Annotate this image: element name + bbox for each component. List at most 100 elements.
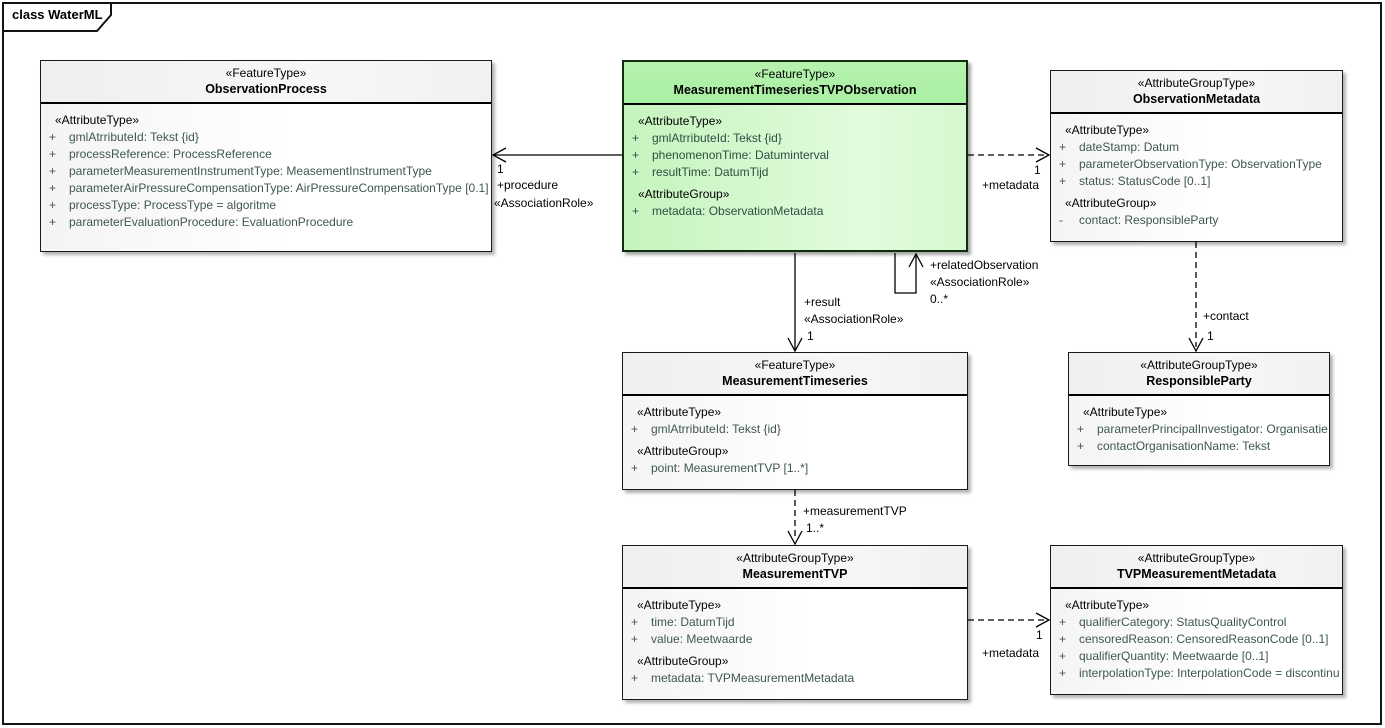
visibility-marker: + [632, 148, 640, 162]
attribute-text: time: DatumTijd [651, 615, 735, 629]
attribute-row[interactable]: +parameterObservationType: ObservationTy… [1051, 156, 1342, 173]
attribute-text: metadata: TVPMeasurementMetadata [651, 671, 855, 685]
attribute-row[interactable]: + dateStamp: Datum [1051, 139, 1342, 156]
class-attributes: «AttributeType» + parameterPrincipalInves… [1069, 396, 1329, 455]
class-name: TVPMeasurementMetadata [1116, 567, 1277, 581]
visibility-marker: + [631, 632, 639, 646]
attribute-text: processType: ProcessType = algoritme [69, 198, 277, 212]
attribute-text: contactOrganisationName: Tekst [1097, 439, 1271, 453]
class-stereotype: «FeatureType» [225, 66, 307, 80]
multiplicity-label: 1 [1207, 329, 1214, 343]
visibility-marker: + [49, 181, 57, 195]
attribute-row[interactable]: + phenomenonTime: Datuminterval [624, 147, 966, 164]
class-observation-metadata[interactable]: «AttributeGroupType» ObservationMetadata… [1050, 70, 1343, 242]
multiplicity-label: 1 [1034, 163, 1041, 177]
visibility-marker: + [631, 461, 639, 475]
class-name: ObservationProcess [205, 82, 327, 96]
attribute-row[interactable]: +contactOrganisationName: Tekst [1069, 438, 1329, 455]
class-name: MeasurementTimeseriesTVPObservation [673, 83, 917, 97]
attribute-row[interactable]: + parameterMeasurementInstrumentType: Mea… [41, 163, 491, 180]
class-name: MeasurementTimeseries [722, 374, 868, 388]
attribute-row[interactable]: +gmlAtrributeId: Tekst {id} [624, 130, 966, 147]
class-measurement-timeseries[interactable]: «FeatureType» MeasurementTimeseries «Att… [622, 352, 968, 490]
attribute-row[interactable]: +status: StatusCode [0..1] [1051, 173, 1342, 190]
visibility-marker: + [631, 671, 639, 685]
visibility-marker: + [1059, 632, 1067, 646]
section-stereotype: «AttributeType» [637, 405, 722, 419]
class-stereotype: «AttributeGroupType» [1140, 358, 1258, 372]
attribute-row[interactable]: +qualifierQuantity: Meetwaarde [0..1] [1051, 648, 1342, 665]
class-stereotype: «AttributeGroupType» [1137, 76, 1256, 90]
class-stereotype: «AttributeGroupType» [1137, 551, 1256, 565]
attribute-row[interactable]: + censoredReason: CensoredReasonCode [0..… [1051, 631, 1342, 648]
attribute-text: dateStamp: Datum [1079, 140, 1180, 154]
attribute-row[interactable]: +metadata: ObservationMetadata [624, 203, 966, 220]
attribute-row[interactable]: + gmlAtrributeId: Tekst {id} [623, 421, 967, 438]
multiplicity-label: 1 [807, 329, 814, 343]
section-stereotype: «AttributeType» [638, 114, 723, 128]
section-stereotype: «AttributeType» [1083, 405, 1168, 419]
class-measurement-timeseries-tvp-observation[interactable]: «FeatureType» MeasurementTimeseriesTVPOb… [622, 60, 968, 252]
visibility-marker: + [631, 422, 639, 436]
visibility-marker: - [1059, 213, 1063, 227]
attribute-row[interactable]: + point: MeasurementTVP [1..*] [623, 460, 967, 477]
role-label: +measurementTVP [803, 504, 907, 518]
section-stereotype: «AttributeType» [637, 598, 722, 612]
section-stereotype: «AttributeGroup» [637, 654, 729, 668]
attribute-text: phenomenonTime: Datuminterval [652, 148, 829, 162]
attribute-text: point: MeasurementTVP [1..*] [651, 461, 809, 475]
class-attributes: «AttributeType» +time: DatumTijd +value:… [623, 589, 967, 687]
attribute-row[interactable]: +gmlAtrributeId: Tekst {id} [41, 129, 491, 146]
attribute-row[interactable]: +processType: ProcessType = algoritme [41, 197, 491, 214]
attribute-row[interactable]: + processReference: ProcessReference [41, 146, 491, 163]
section-stereotype: «AttributeGroup» [638, 187, 730, 201]
section-stereotype: «AttributeGroup» [637, 444, 729, 458]
class-observation-process[interactable]: «FeatureType» ObservationProcess «Attrib… [40, 60, 492, 252]
attribute-text: censoredReason: CensoredReasonCode [0..1… [1079, 632, 1329, 646]
role-label: +result [804, 295, 841, 309]
attribute-text: parameterPrincipalInvestigator: Organisa… [1097, 422, 1328, 436]
attribute-text: processReference: ProcessReference [69, 147, 272, 161]
attribute-row[interactable]: +parameterEvaluationProcedure: Evaluatio… [41, 214, 491, 231]
attribute-row[interactable]: +qualifierCategory: StatusQualityControl [1051, 614, 1342, 631]
multiplicity-label: 0..* [930, 292, 949, 306]
class-responsible-party[interactable]: «AttributeGroupType» ResponsibleParty «A… [1068, 352, 1330, 466]
class-header: «AttributeGroupType» MeasurementTVP [623, 546, 967, 589]
visibility-marker: + [1077, 422, 1085, 436]
class-name: ResponsibleParty [1146, 374, 1252, 388]
visibility-marker: + [1059, 140, 1067, 154]
attribute-text: parameterObservationType: ObservationTyp… [1079, 157, 1322, 171]
class-attributes: «AttributeType» +qualifierCategory: Stat… [1051, 589, 1342, 682]
attribute-row[interactable]: + resultTime: DatumTijd [624, 164, 966, 181]
class-header: «FeatureType» MeasurementTimeseriesTVPOb… [624, 62, 966, 105]
attribute-text: gmlAtrributeId: Tekst {id} [651, 422, 781, 436]
attribute-row[interactable]: +value: Meetwaarde [623, 631, 967, 648]
attribute-row[interactable]: +interpolationType: InterpolationCode = … [1051, 665, 1342, 682]
attribute-text: parameterMeasurementInstrumentType: Meas… [69, 164, 432, 178]
class-tvp-measurement-metadata[interactable]: «AttributeGroupType» TVPMeasurementMetad… [1050, 545, 1343, 695]
attribute-row[interactable]: + parameterPrincipalInvestigator: Organis… [1069, 421, 1329, 438]
attribute-text: parameterEvaluationProcedure: Evaluation… [69, 215, 354, 229]
visibility-marker: + [632, 165, 640, 179]
role-label: +relatedObservation [930, 258, 1039, 272]
section-stereotype: «AttributeType» [55, 113, 140, 127]
visibility-marker: + [49, 164, 57, 178]
class-measurement-tvp[interactable]: «AttributeGroupType» MeasurementTVP «Att… [622, 545, 968, 700]
attribute-row[interactable]: +parameterAirPressureCompensationType: A… [41, 180, 491, 197]
frame-tab-shape [2, 2, 112, 32]
class-header: «AttributeGroupType» ObservationMetadata [1051, 71, 1342, 114]
class-stereotype: «FeatureType» [754, 67, 836, 81]
class-header: «AttributeGroupType» TVPMeasurementMetad… [1051, 546, 1342, 589]
class-header: «FeatureType» ObservationProcess [41, 61, 491, 104]
class-attributes: «AttributeType» +gmlAtrributeId: Tekst {… [41, 104, 491, 231]
attribute-row[interactable]: + metadata: TVPMeasurementMetadata [623, 670, 967, 687]
attribute-row[interactable]: +time: DatumTijd [623, 614, 967, 631]
role-label: +metadata [982, 178, 1040, 192]
visibility-marker: + [49, 147, 57, 161]
multiplicity-label: 1 [1036, 628, 1043, 642]
section-stereotype: «AttributeType» [1065, 598, 1150, 612]
attribute-row[interactable]: -contact: ResponsibleParty [1051, 212, 1342, 229]
attribute-text: resultTime: DatumTijd [652, 165, 769, 179]
